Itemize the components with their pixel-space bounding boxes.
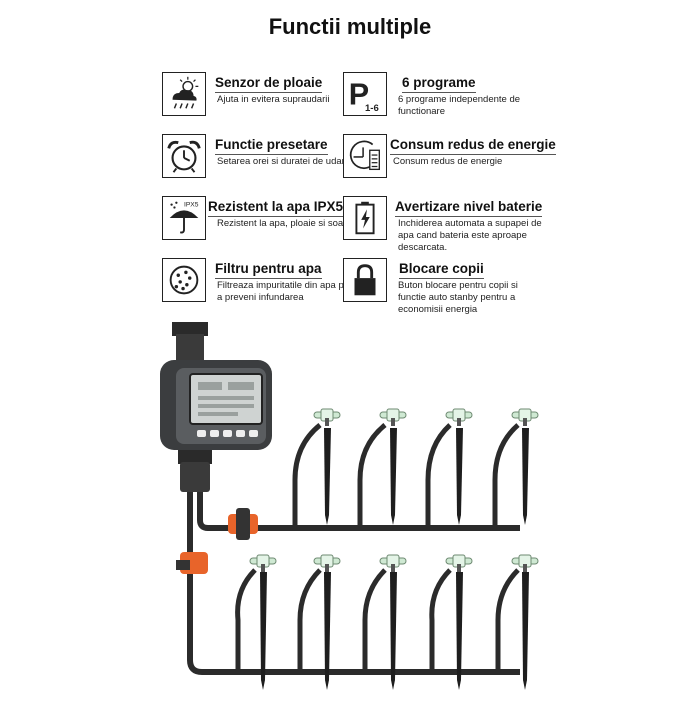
feature-title: Rezistent la apa IPX5 — [208, 199, 344, 217]
orange-valve-upper — [228, 508, 258, 540]
irrigation-system-drawing — [160, 322, 539, 690]
upper-drippers — [292, 423, 520, 528]
feature-title: Senzor de ploaie — [215, 75, 323, 93]
feature-waterproof: IPX5 Rezistent la apa IPX5 Rezistent la … — [162, 196, 362, 246]
orange-valve-lower — [176, 552, 208, 574]
rain-sensor-icon — [162, 72, 206, 116]
feature-desc: 6 programe independente de functionare — [398, 94, 521, 117]
feature-title: Functie presetare — [215, 137, 328, 155]
energy-clock-icon — [343, 134, 387, 178]
battery-icon — [343, 196, 387, 240]
feature-child-lock: Blocare copii Buton blocare pentru copii… — [343, 258, 543, 315]
feature-battery-warning: Avertizare nivel baterie Inchiderea auto… — [343, 196, 543, 253]
product-illustration — [0, 318, 700, 700]
programs-icon-letter: P — [349, 78, 369, 112]
ipx5-label: IPX5 — [184, 202, 199, 209]
padlock-icon — [343, 258, 387, 302]
feature-desc: Inchiderea automata a supapei de apa can… — [398, 218, 542, 253]
programs-icon-sub: 1-6 — [365, 103, 379, 114]
filter-icon — [162, 258, 206, 302]
page-title: Functii multiple — [268, 14, 432, 39]
feature-title: 6 programe — [402, 75, 476, 93]
programs-icon: P 1-6 — [343, 72, 387, 116]
feature-desc: Consum redus de energie — [393, 156, 503, 167]
feature-desc: Ajuta in evitera supraudarii — [217, 94, 330, 105]
alarm-clock-icon — [162, 134, 206, 178]
feature-title: Filtru pentru apa — [215, 261, 322, 279]
feature-filter: Filtru pentru apa Filtreaza impuritatile… — [162, 258, 365, 308]
feature-desc: Buton blocare pentru copii si functie au… — [398, 280, 518, 315]
feature-low-energy: Consum redus de energie Consum redus de … — [343, 134, 556, 184]
feature-rain-sensor: Senzor de ploaie Ajuta in evitera suprau… — [162, 72, 362, 122]
feature-desc: Setarea orei si duratei de udare — [217, 156, 351, 167]
feature-desc: Rezistent la apa, ploaie si soare — [217, 218, 352, 229]
feature-programs: P 1-6 6 programe 6 programe independente… — [343, 72, 543, 122]
umbrella-icon: IPX5 — [162, 196, 206, 240]
feature-title: Blocare copii — [399, 261, 484, 279]
feature-title: Consum redus de energie — [390, 137, 556, 155]
feature-desc: Filtreaza impuritatile din apa pentru a … — [217, 280, 366, 303]
feature-preset: Functie presetare Setarea orei si durate… — [162, 134, 362, 184]
feature-title: Avertizare nivel baterie — [395, 199, 543, 217]
